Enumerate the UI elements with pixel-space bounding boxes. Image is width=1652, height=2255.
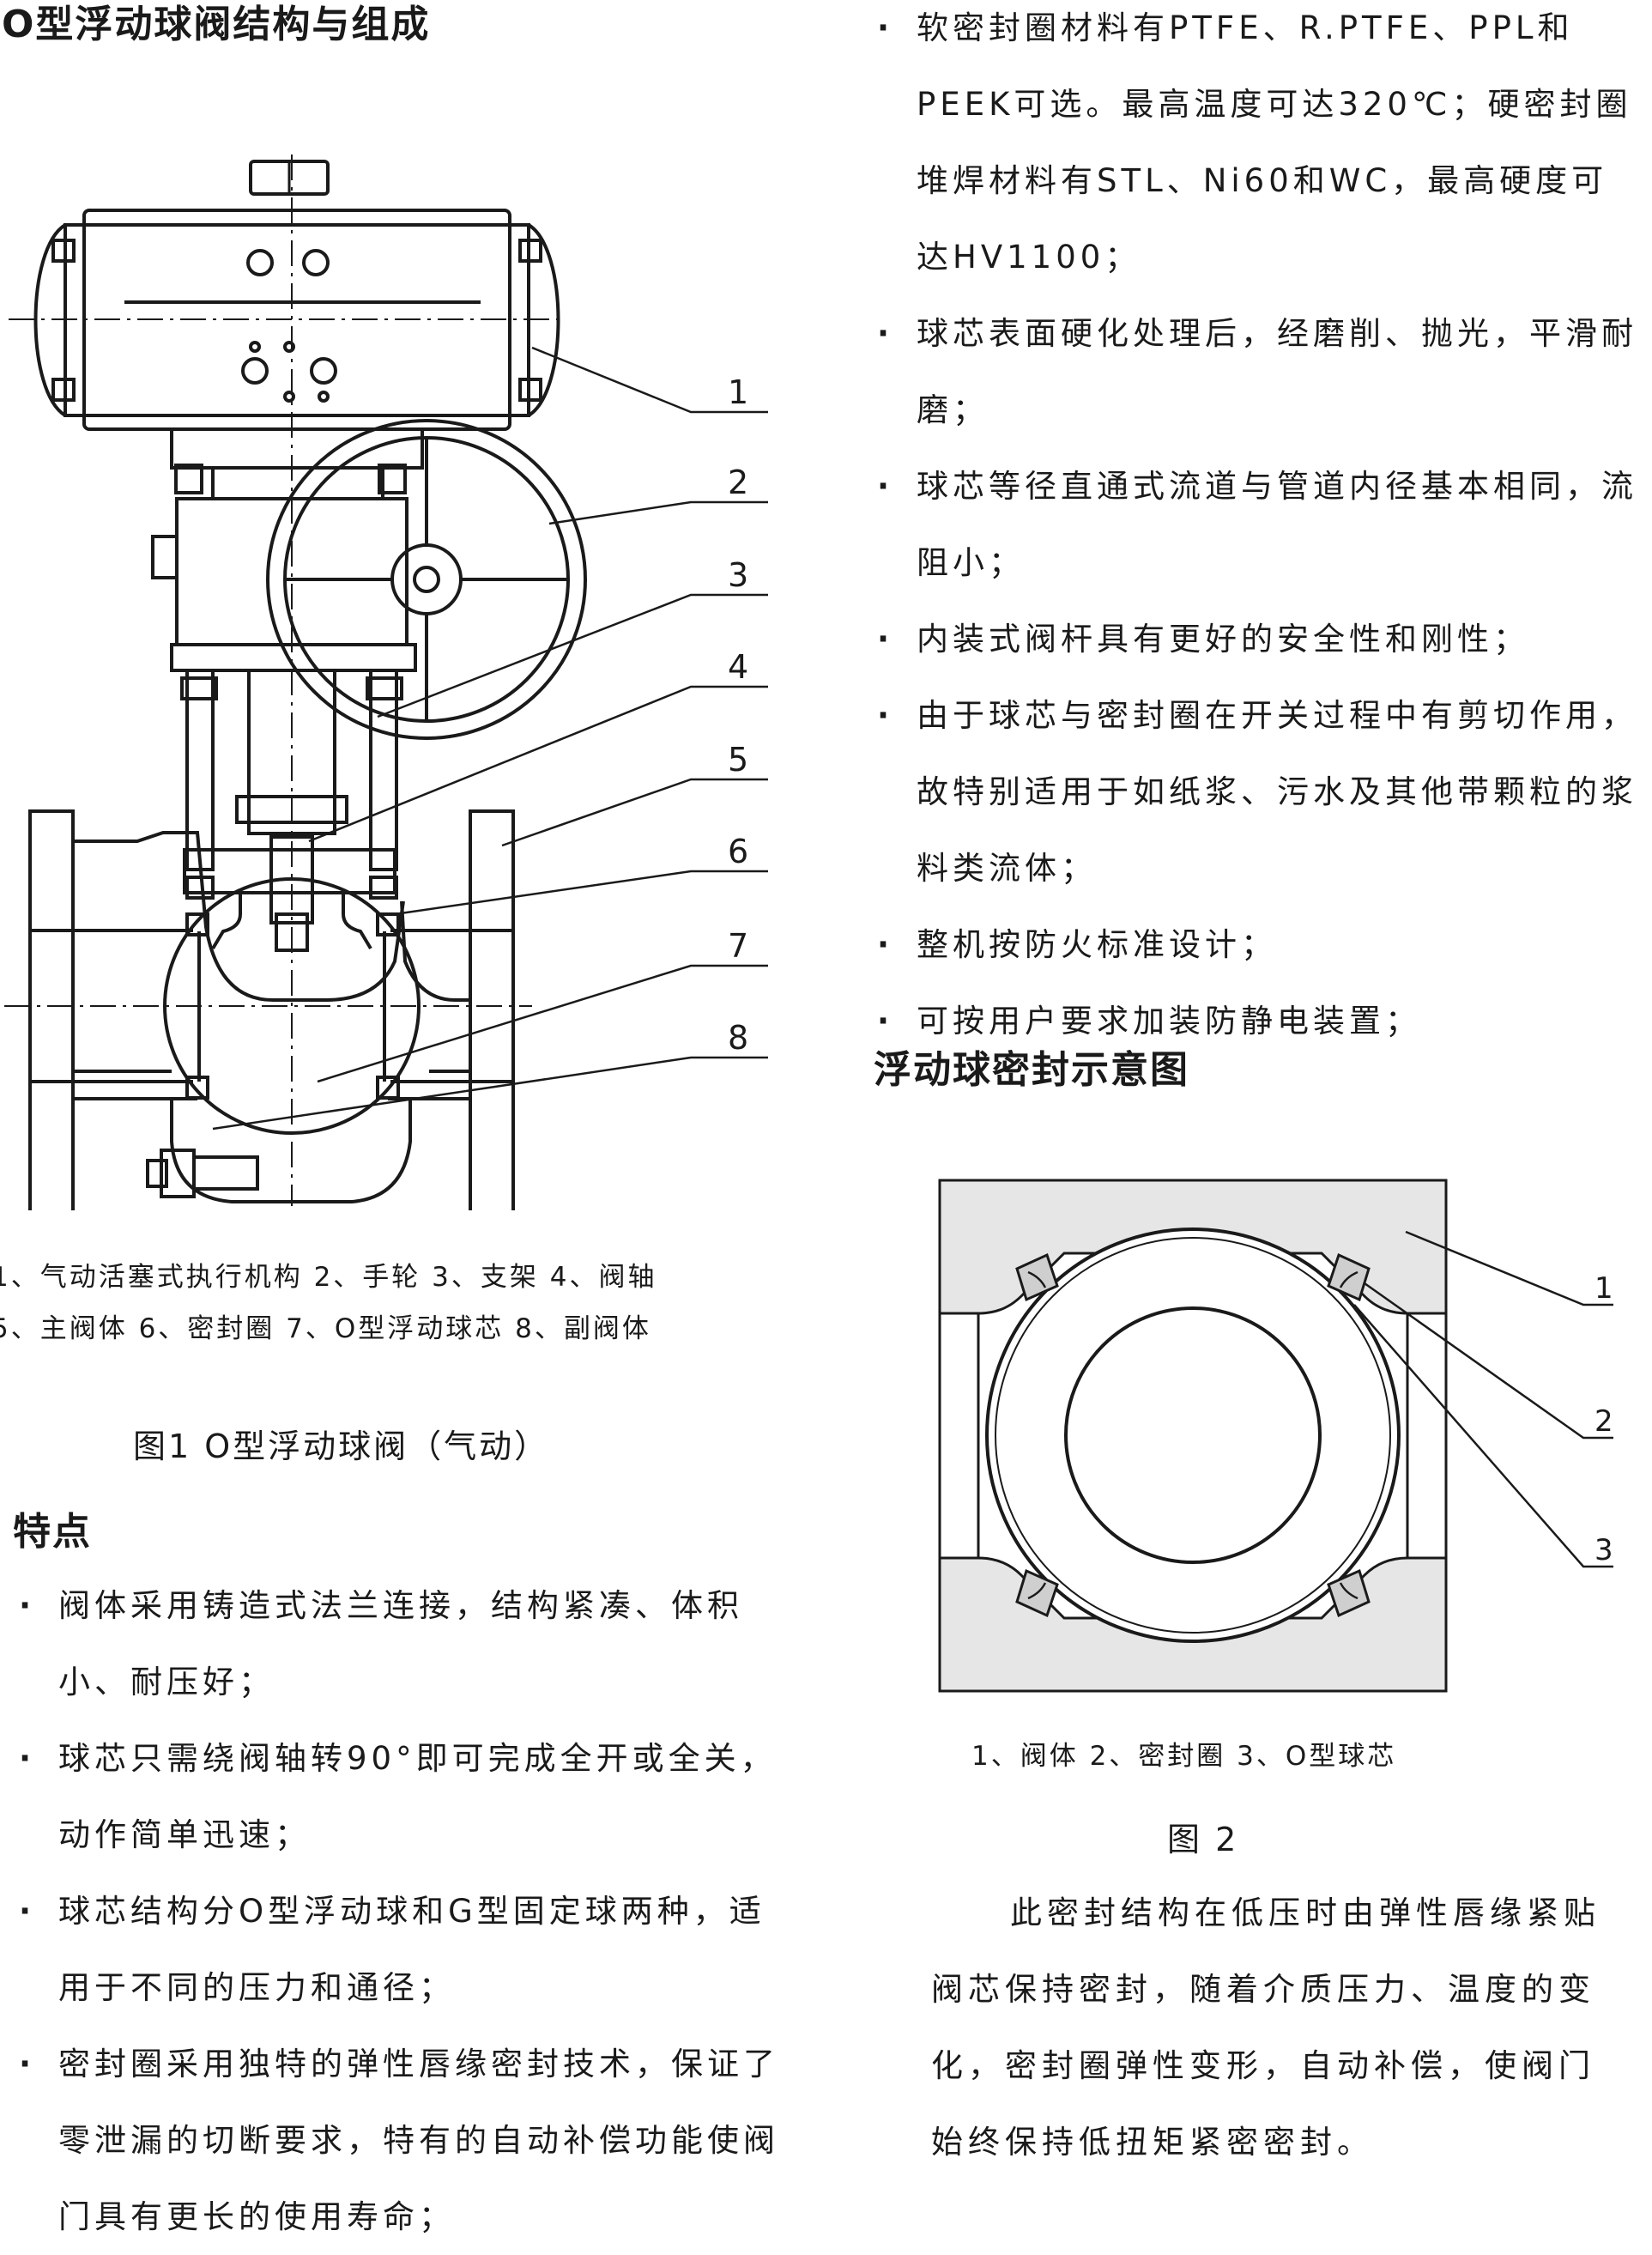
callout-5: 5 — [728, 741, 748, 779]
figure-2-label: 图 2 — [1167, 1821, 1239, 1858]
description-line: 化，密封圈弹性变形，自动补偿，使阀门 — [931, 2047, 1595, 2084]
feature-item: 可按用户要求加装防静电装置； — [877, 983, 1641, 1059]
callout-1: 1 — [728, 373, 748, 411]
seal-diagram-title: 浮动球密封示意图 — [874, 1048, 1189, 1092]
feature-item: 球芯等径直通式流道与管道内径基本相同，流阻小； — [877, 448, 1641, 601]
description-line: 始终保持低扭矩紧密密封。 — [931, 2124, 1374, 2161]
seal-callout-2: 2 — [1595, 1404, 1613, 1439]
callout-4: 4 — [728, 648, 748, 686]
callout-3: 3 — [728, 556, 748, 594]
features-list-left: 阀体采用铸造式法兰连接，结构紧凑、体积小、耐压好； 球芯只需绕阀轴转90°即可完… — [19, 1567, 783, 2255]
seal-parts-caption: 1、阀体 2、密封圈 3、O型球芯 — [971, 1741, 1397, 1772]
seal-description: 此密封结构在低压时由弹性唇缘紧贴 阀芯保持密封，随着介质压力、温度的变 化，密封… — [931, 1875, 1643, 2180]
parts-caption-line-2: 5、主阀体 6、密封圈 7、O型浮动球芯 8、副阀体 — [0, 1313, 651, 1344]
valve-assembly-diagram: 1 2 3 4 5 6 7 8 — [4, 155, 768, 1210]
callout-7: 7 — [728, 927, 748, 965]
feature-item: 球芯表面硬化处理后，经磨削、抛光，平滑耐磨； — [877, 295, 1641, 448]
feature-item: 密封圈采用独特的弹性唇缘密封技术，保证了零泄漏的切断要求，特有的自动补偿功能使阀… — [19, 2026, 783, 2255]
description-line: 此密封结构在低压时由弹性唇缘紧贴 — [1010, 1894, 1601, 1931]
figure-1-caption: 图1 O型浮动球阀（气动） — [133, 1428, 550, 1465]
feature-item: 软密封圈材料有PTFE、R.PTFE、PPL和PEEK可选。最高温度可达320℃… — [877, 0, 1641, 295]
features-list-right: 软密封圈材料有PTFE、R.PTFE、PPL和PEEK可选。最高温度可达320℃… — [877, 0, 1641, 1059]
features-title: 特点 — [13, 1510, 92, 1554]
feature-item: 球芯结构分O型浮动球和G型固定球两种，适用于不同的压力和通径； — [19, 1873, 783, 2026]
seal-callout-1: 1 — [1595, 1271, 1613, 1306]
callout-6: 6 — [728, 833, 748, 870]
seal-callout-3: 3 — [1595, 1533, 1613, 1567]
floating-ball-seal-diagram: 1 2 3 — [938, 1179, 1613, 1693]
feature-item: 整机按防火标准设计； — [877, 906, 1641, 983]
feature-item: 由于球芯与密封圈在开关过程中有剪切作用，故特别适用于如纸浆、污水及其他带颗粒的浆… — [877, 677, 1641, 906]
feature-item: 内装式阀杆具有更好的安全性和刚性； — [877, 601, 1641, 677]
feature-item: 阀体采用铸造式法兰连接，结构紧凑、体积小、耐压好； — [19, 1567, 783, 1720]
structure-title: O型浮动球阀结构与组成 — [2, 3, 431, 46]
parts-caption-line-1: 1、气动活塞式执行机构 2、手轮 3、支架 4、阀轴 — [0, 1262, 657, 1293]
description-line: 阀芯保持密封，随着介质压力、温度的变 — [931, 1971, 1595, 2008]
callout-2: 2 — [728, 464, 748, 501]
feature-item: 球芯只需绕阀轴转90°即可完成全开或全关，动作简单迅速； — [19, 1720, 783, 1873]
callout-8: 8 — [728, 1019, 748, 1057]
